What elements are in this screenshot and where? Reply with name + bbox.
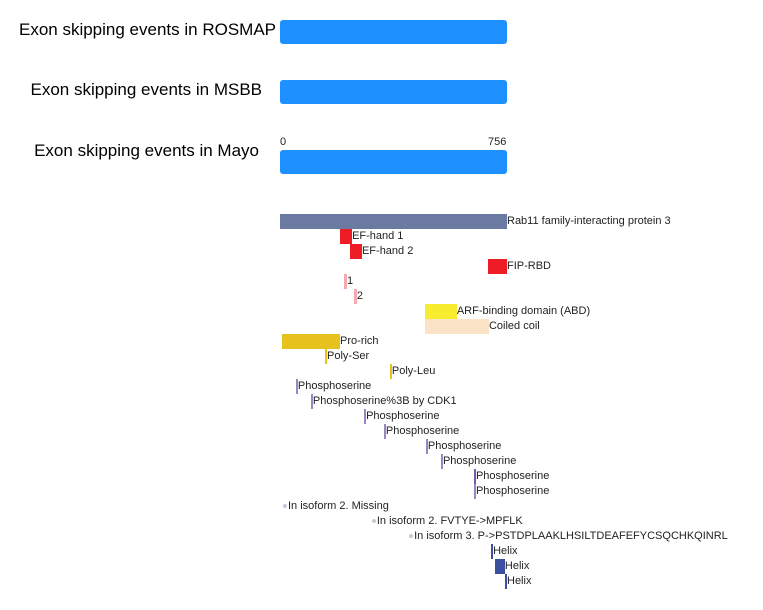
feature-bar[interactable] <box>280 214 507 229</box>
feature-label: Phosphoserine <box>297 380 372 392</box>
variant-dot-marker[interactable] <box>371 519 376 523</box>
track-label-mayo: Exon skipping events in Mayo <box>34 141 259 160</box>
feature-label: ARF-binding domain (ABD) <box>456 305 591 317</box>
feature-bar[interactable] <box>440 454 443 469</box>
feature-bar[interactable] <box>310 394 313 409</box>
feature-label: EF-hand 2 <box>361 245 414 257</box>
feature-bar[interactable] <box>353 289 357 304</box>
feature-label: Helix <box>504 560 530 572</box>
feature-label: Poly-Leu <box>391 365 436 377</box>
feature-label: Coiled coil <box>488 320 540 332</box>
track-bar-rosmap[interactable] <box>280 20 507 44</box>
track-bar-msbb[interactable] <box>280 80 507 104</box>
feature-label: Pro-rich <box>340 335 379 347</box>
feature-label: Phosphoserine <box>385 425 460 437</box>
feature-label: Phosphoserine%3B by CDK1 <box>312 395 457 407</box>
track-label-msbb: Exon skipping events in MSBB <box>30 80 262 99</box>
track-label-rosmap: Exon skipping events in ROSMAP <box>18 20 276 39</box>
variant-dot-marker[interactable] <box>409 534 414 538</box>
feature-bar[interactable] <box>504 574 507 589</box>
feature-bar[interactable] <box>491 544 494 559</box>
feature-label: In isoform 2. FVTYE->MPFLK <box>376 515 523 527</box>
feature-bar[interactable] <box>349 244 362 259</box>
feature-bar[interactable] <box>325 349 328 364</box>
feature-bar[interactable] <box>473 469 476 484</box>
variant-dot-marker[interactable] <box>283 504 287 508</box>
feature-bar[interactable] <box>488 259 507 274</box>
feature-bar[interactable] <box>340 229 353 244</box>
feature-label: FIP-RBD <box>507 260 551 272</box>
feature-label: Helix <box>493 545 518 557</box>
track-bar-mayo[interactable] <box>280 150 507 174</box>
feature-label: 1 <box>346 275 354 287</box>
feature-label: Phosphoserine <box>427 440 502 452</box>
feature-label: Phosphoserine <box>475 470 550 482</box>
feature-label: Phosphoserine <box>442 455 517 467</box>
feature-bar[interactable] <box>425 439 428 454</box>
feature-label: In isoform 2. Missing <box>288 500 389 512</box>
feature-bar[interactable] <box>295 379 298 394</box>
feature-label: Phosphoserine <box>366 410 440 422</box>
feature-label: EF-hand 1 <box>352 230 404 242</box>
feature-bar[interactable] <box>473 484 476 499</box>
feature-label: Rab11 family-interacting protein 3 <box>507 215 671 227</box>
feature-bar[interactable] <box>425 304 457 319</box>
feature-bar[interactable] <box>389 364 392 379</box>
feature-bar[interactable] <box>383 424 386 439</box>
feature-label: In isoform 3. P->PSTDPLAAKLHSILTDEAFEFYC… <box>414 530 728 542</box>
feature-bar[interactable] <box>364 409 367 424</box>
axis-end-tick: 756 <box>488 136 507 148</box>
feature-bar[interactable] <box>281 334 341 349</box>
feature-bar[interactable] <box>494 559 505 574</box>
axis-start-tick: 0 <box>280 136 287 148</box>
feature-label: Poly-Ser <box>327 350 370 362</box>
feature-label: Phosphoserine <box>475 485 550 497</box>
feature-bar[interactable] <box>425 319 489 334</box>
feature-label: Helix <box>507 575 532 587</box>
feature-bar[interactable] <box>343 274 347 289</box>
feature-label: 2 <box>356 290 363 302</box>
